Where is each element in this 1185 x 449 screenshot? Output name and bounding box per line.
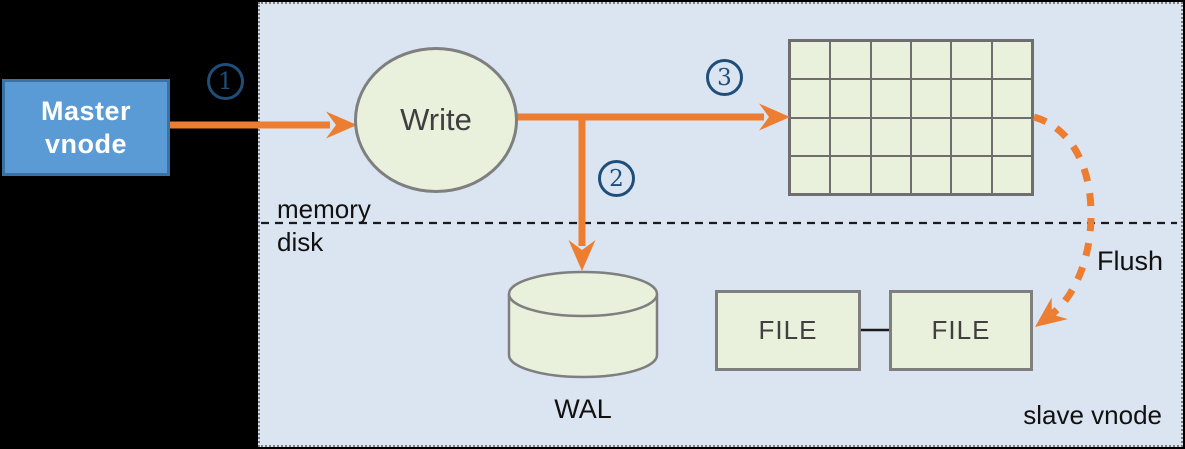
grid-cell: [951, 41, 992, 80]
grid-cell: [910, 41, 952, 80]
grid-cell: [790, 79, 831, 118]
grid-cell: [951, 155, 992, 194]
grid-cell: [991, 117, 1032, 156]
step-3-badge: 3: [706, 59, 743, 96]
master-vnode-label-line2: vnode: [44, 128, 127, 159]
file-box-1: FILE: [715, 290, 861, 371]
grid-cell: [991, 41, 1032, 80]
master-vnode-label-line1: Master: [40, 95, 132, 126]
master-vnode-box: Master vnode: [2, 79, 170, 176]
step-1-badge: 1: [207, 63, 244, 100]
grid-cell: [790, 41, 831, 80]
grid-cell: [790, 155, 831, 194]
grid-cell: [951, 79, 992, 118]
file-box-2-label: FILE: [931, 315, 991, 345]
grid-cell: [870, 79, 911, 118]
slave-vnode-label: slave vnode: [1023, 400, 1162, 430]
grid-cell: [870, 41, 911, 80]
file-box-1-label: FILE: [758, 315, 818, 345]
grid-cell: [910, 155, 952, 194]
wal-label: WAL: [554, 394, 612, 424]
flush-label: Flush: [1097, 246, 1164, 276]
grid-cell: [951, 117, 992, 156]
grid-cell: [790, 117, 831, 156]
memtable-grid: [788, 39, 1034, 196]
grid-cell: [870, 117, 911, 156]
grid-cell: [830, 79, 871, 118]
disk-label: disk: [277, 227, 324, 257]
grid-cell: [830, 155, 871, 194]
write-node: Write: [354, 47, 518, 193]
grid-cell: [830, 117, 871, 156]
grid-cell: [991, 155, 1032, 194]
step-2-badge: 2: [598, 160, 635, 197]
grid-cell: [910, 117, 952, 156]
grid-cell: [870, 155, 911, 194]
grid-cell: [991, 79, 1032, 118]
file-box-2: FILE: [889, 290, 1033, 371]
memory-label: memory: [277, 194, 371, 224]
grid-cell: [830, 41, 871, 80]
grid-cell: [910, 79, 952, 118]
write-node-label: Write: [400, 102, 472, 137]
